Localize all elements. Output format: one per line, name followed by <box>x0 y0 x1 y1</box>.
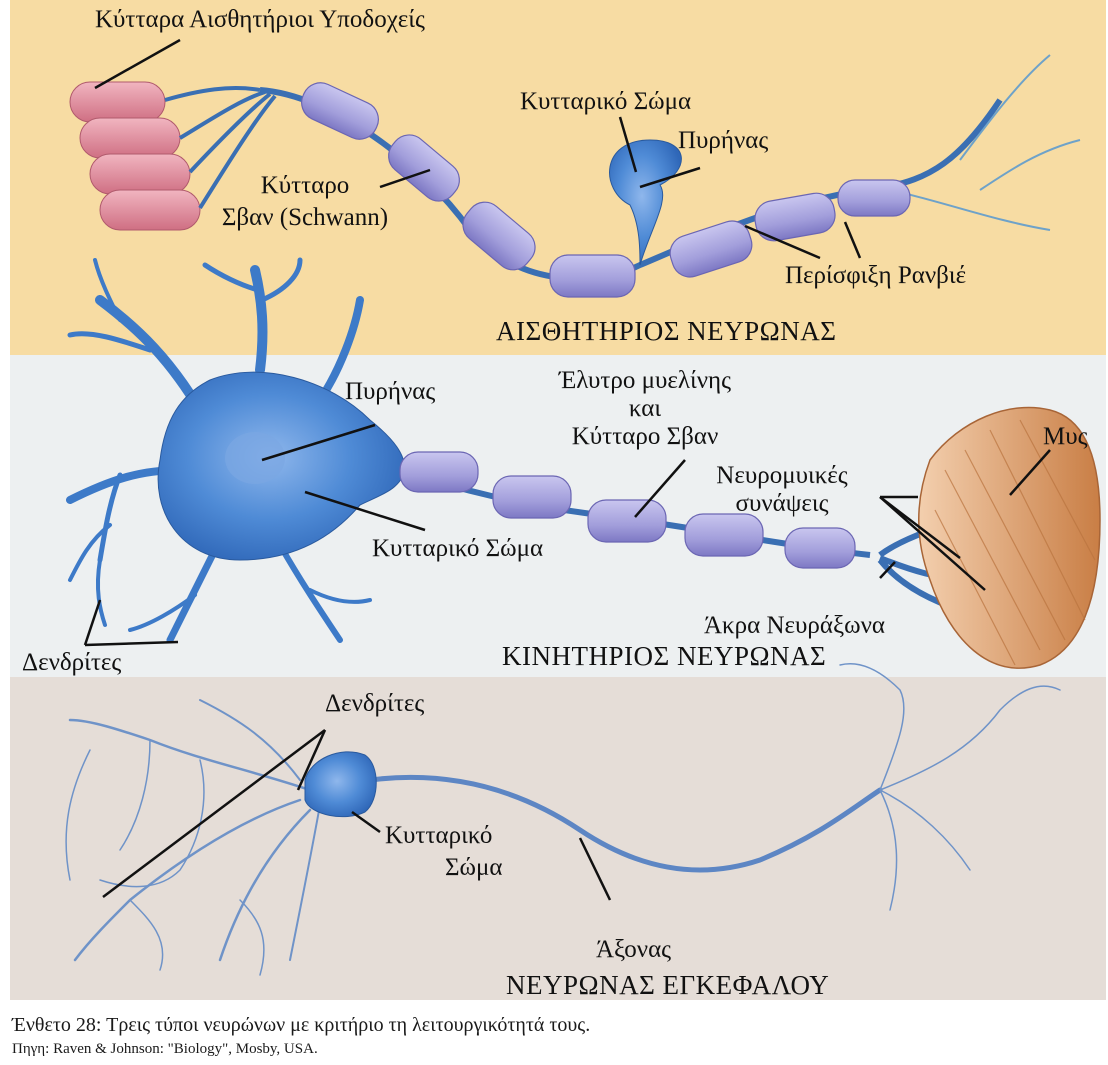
label-synapses-line2: συνάψεις <box>735 490 828 517</box>
label-brain-cell-body-line1: Κυτταρικό <box>385 822 492 849</box>
label-sensory-receptors: Κύτταρα Αισθητήριοι Υποδοχείς <box>95 6 425 33</box>
title-motor-neuron: ΚΙΝΗΤΗΡΙΟΣ ΝΕΥΡΩΝΑΣ <box>502 641 826 671</box>
label-motor-cell-body: Κυτταρικό Σώμα <box>372 535 543 562</box>
title-brain-neuron: ΝΕΥΡΩΝΑΣ ΕΓΚΕΦΑΛΟΥ <box>506 970 829 1000</box>
label-myelin-line2: και <box>629 395 661 422</box>
label-axon: Άξονας <box>596 936 671 963</box>
brain-cell-body <box>305 752 376 817</box>
brain-neuron <box>66 664 1060 975</box>
label-brain-dendrites: Δενδρίτες <box>325 690 424 717</box>
label-motor-dendrites: Δενδρίτες <box>22 649 121 676</box>
label-motor-nucleus: Πυρήνας <box>345 378 435 405</box>
label-ranvier: Περίσφιξη Ρανβιέ <box>785 262 966 289</box>
title-sensory-neuron: ΑΙΣΘΗΤΗΡΙΟΣ ΝΕΥΡΩΝΑΣ <box>496 316 836 346</box>
neuron-illustration <box>0 0 1108 1000</box>
label-sensory-cell-body: Κυτταρικό Σώμα <box>520 88 691 115</box>
label-sensory-nucleus: Πυρήνας <box>678 127 768 154</box>
sensory-cell-body <box>610 140 682 265</box>
caption-title: Ένθετο 28: Τρεις τύποι νευρώνων με κριτή… <box>12 1014 590 1036</box>
label-brain-cell-body-line2: Σώμα <box>445 854 503 881</box>
label-muscle: Μυς <box>1043 423 1088 450</box>
label-axon-terminals: Άκρα Νευράξωνα <box>704 612 885 639</box>
label-schwann-line1: Κύτταρο <box>261 172 350 199</box>
label-myelin-line3: Κύτταρο Σβαν <box>572 423 719 450</box>
motor-nucleus <box>225 432 285 484</box>
sensory-receptor-cells <box>70 82 200 230</box>
label-schwann-line2: Σβαν (Schwann) <box>222 204 388 231</box>
caption-source: Πηγη: Raven & Johnson: "Biology", Mosby,… <box>12 1040 318 1058</box>
label-myelin-line1: Έλυτρο μυελίνης <box>559 367 731 394</box>
label-synapses-line1: Νευρομυικές <box>716 462 847 489</box>
